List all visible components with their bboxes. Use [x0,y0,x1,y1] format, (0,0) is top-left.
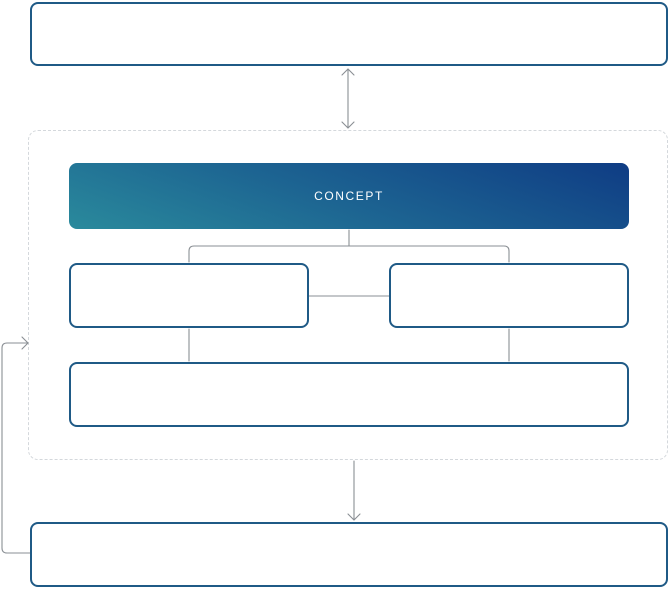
feedback-loop-arrow [1,336,31,554]
down-arrow [347,460,361,521]
top-box [30,2,668,66]
concept-header: CONCEPT [69,163,629,229]
bidirectional-arrow [341,68,355,129]
left-box [69,263,309,328]
bottom-box [30,522,668,587]
right-box [389,263,629,328]
wide-box [69,362,629,427]
concept-label: CONCEPT [314,189,384,203]
concept-group-frame [28,130,668,460]
